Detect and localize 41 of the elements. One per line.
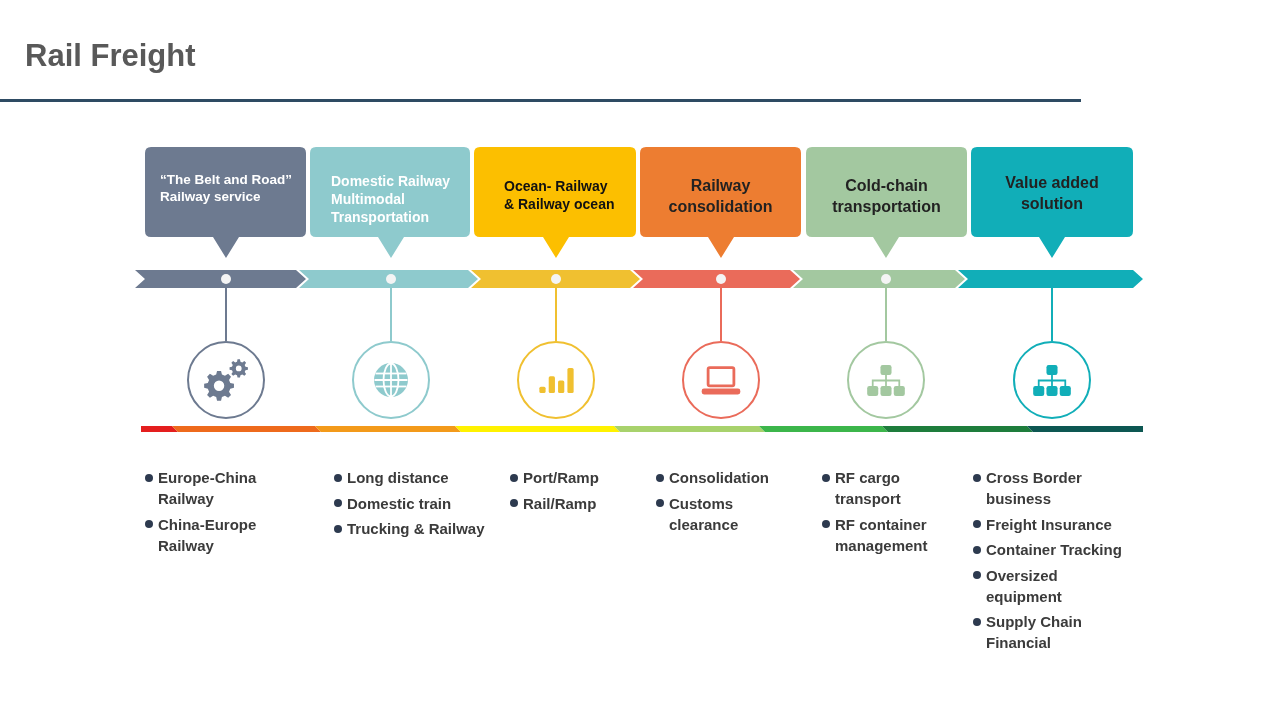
connector-line bbox=[390, 287, 392, 342]
callout-text: “The Belt and Road” Railway service bbox=[160, 171, 293, 205]
callout-text: Cold-chain transportation bbox=[831, 176, 942, 217]
callout-text: Ocean- Railway & Railway ocean bbox=[504, 177, 616, 213]
chevron-segment bbox=[633, 270, 800, 288]
bullet-text: Domestic train bbox=[347, 493, 452, 514]
connector-line bbox=[1051, 287, 1053, 342]
bullet-text: Container Tracking bbox=[986, 540, 1122, 560]
speech-bubble bbox=[640, 147, 801, 258]
bullet-text: Cross Border business bbox=[986, 468, 1083, 509]
connector-line bbox=[885, 287, 887, 342]
chevron-segment bbox=[793, 270, 965, 288]
bullet-text: Customs clearance bbox=[669, 493, 740, 535]
bullet-text: Supply Chain Financial bbox=[986, 612, 1083, 653]
bullet-text: Long distance bbox=[347, 468, 449, 488]
speech-bubble bbox=[145, 147, 306, 258]
bullet-text: Oversized equipment bbox=[986, 565, 1063, 607]
bullet-text: China-Europe Railway bbox=[158, 514, 258, 556]
callout-text: Value added solution bbox=[1004, 173, 1100, 214]
bullet-text: Port/Ramp bbox=[523, 468, 599, 488]
chevron-segment bbox=[958, 270, 1143, 288]
speech-bubble bbox=[806, 147, 967, 258]
bullet-text: Rail/Ramp bbox=[523, 493, 597, 514]
connector-line bbox=[225, 287, 227, 342]
chevron-segment bbox=[471, 270, 640, 288]
bullet-text: Consolidation bbox=[669, 468, 769, 488]
speech-bubble bbox=[474, 147, 636, 258]
bullet-text: RF cargo transport bbox=[835, 468, 902, 509]
callout-text: Railway consolidation bbox=[667, 176, 774, 217]
callout-text: Domestic Railway Multimodal Transportation bbox=[331, 172, 452, 226]
bullet-text: Trucking & Railway bbox=[347, 519, 485, 539]
connector-line bbox=[720, 287, 722, 342]
bullet-text: Freight Insurance bbox=[986, 514, 1112, 535]
chevron-segment bbox=[299, 270, 478, 288]
connector-line bbox=[555, 287, 557, 342]
chevron-segment bbox=[135, 270, 306, 288]
slide-title: Rail Freight bbox=[25, 38, 196, 74]
bullet-text: Europe-China Railway bbox=[158, 468, 258, 509]
bullet-text: RF container management bbox=[835, 514, 929, 556]
speech-bubble bbox=[310, 147, 470, 258]
speech-bubble bbox=[971, 147, 1133, 258]
